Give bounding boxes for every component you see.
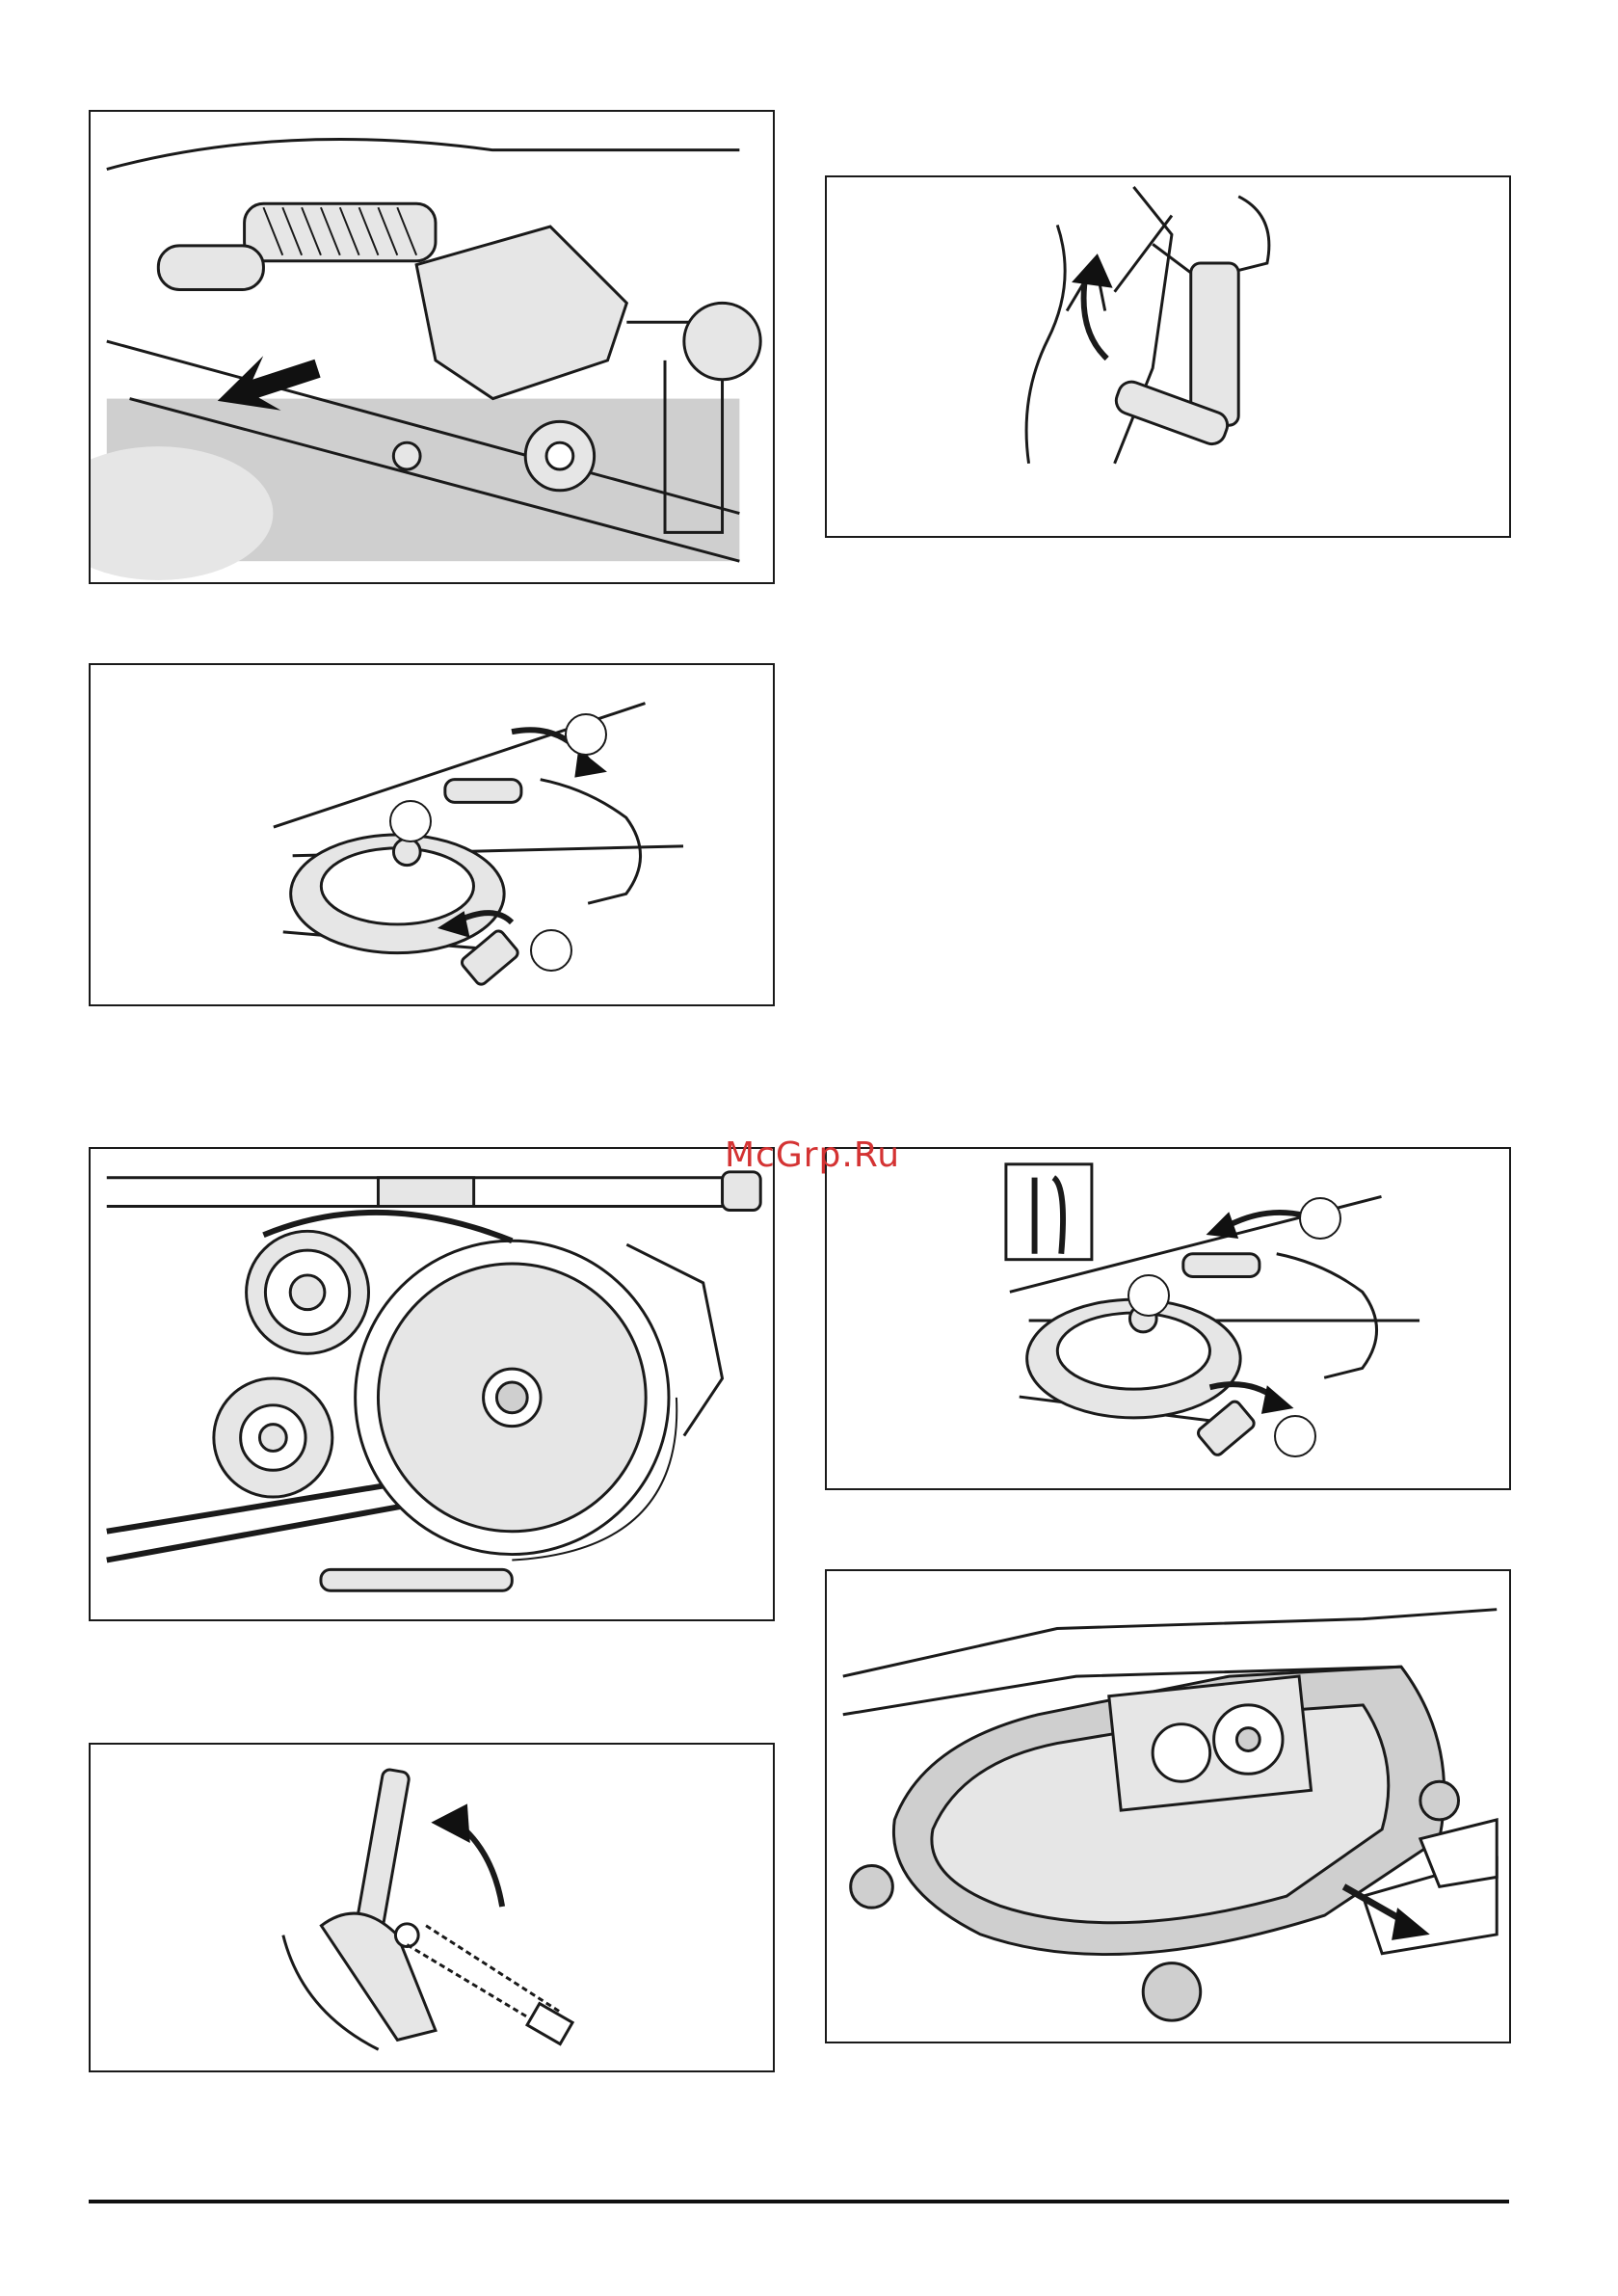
callout-circle (530, 929, 572, 972)
belt-idler-pulley-inset-illustration (827, 1149, 1509, 1488)
footer-rule (89, 2200, 1509, 2203)
callout-circle (1274, 1415, 1316, 1457)
callout-circle (1127, 1274, 1170, 1317)
figure-belt-idler-pulley-inset (825, 1147, 1511, 1490)
lift-lever-release-illustration (91, 112, 773, 582)
figure-height-adjust-lever (89, 1743, 775, 2072)
watermark-text: McGrp.Ru (725, 1135, 900, 1175)
callout-circle (565, 713, 607, 756)
lever-raise-illustration (827, 177, 1509, 536)
figure-lever-raise (825, 175, 1511, 538)
callout-circle (389, 800, 432, 842)
figure-drive-belt-pulleys (89, 1147, 775, 1621)
figure-cutting-deck-removal (825, 1569, 1511, 2043)
height-adjust-lever-illustration (91, 1745, 773, 2070)
belt-idler-pulley-illustration (91, 665, 773, 1004)
cutting-deck-removal-illustration (827, 1571, 1509, 2042)
callout-circle (1299, 1197, 1341, 1240)
figure-lift-lever-release (89, 110, 775, 584)
drive-belt-pulleys-illustration (91, 1149, 773, 1619)
figure-belt-idler-pulley (89, 663, 775, 1006)
